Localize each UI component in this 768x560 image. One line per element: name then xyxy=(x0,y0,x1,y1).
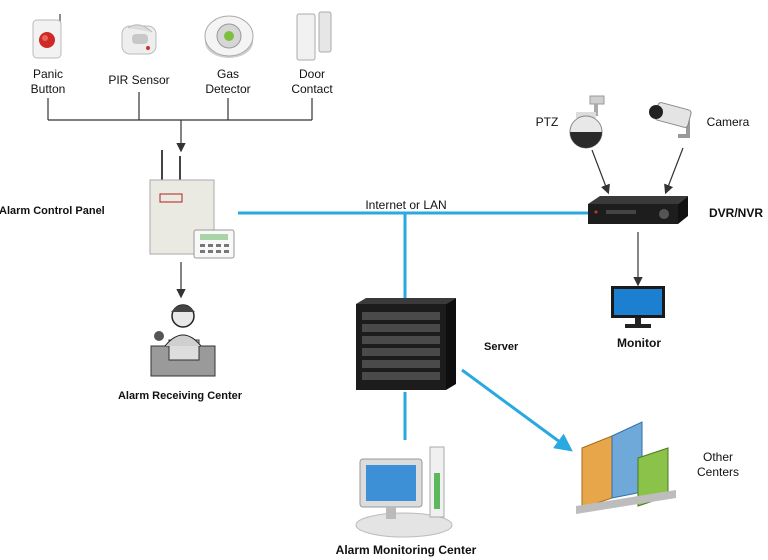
panic-button-icon xyxy=(32,14,62,59)
monitor-icon xyxy=(611,286,665,328)
gas-detector-icon xyxy=(204,15,254,58)
pir-sensor-icon xyxy=(121,24,157,55)
ptz-label: PTZ xyxy=(535,115,559,129)
pir-sensor-label: PIR Sensor xyxy=(108,73,170,87)
alarm-receiving-center-label: Alarm Receiving Center xyxy=(117,390,243,402)
server-label: Server xyxy=(484,341,519,353)
alarm-monitoring-center-label: Alarm Monitoring Center xyxy=(335,543,477,557)
internet-or-lan-label: Internet or LAN xyxy=(365,198,447,212)
alarm-panel-icon xyxy=(149,150,235,259)
operator-icon xyxy=(150,304,216,377)
door-contact-icon xyxy=(296,11,332,61)
ptz-camera-icon xyxy=(569,95,605,149)
monitoring-workstation-icon xyxy=(355,446,453,538)
monitor-label: Monitor xyxy=(617,336,661,350)
buildings-icon xyxy=(576,421,676,514)
server-rack-icon xyxy=(356,298,456,390)
bullet-camera-icon xyxy=(649,102,692,138)
dvr-nvr-label: DVR/NVR xyxy=(708,206,763,220)
camera-label: Camera xyxy=(706,115,750,129)
alarm-control-panel-label: Alarm Control Panel xyxy=(0,205,105,217)
sensor-bus xyxy=(47,92,684,299)
network-links xyxy=(238,211,588,452)
dvr-icon xyxy=(588,196,688,224)
